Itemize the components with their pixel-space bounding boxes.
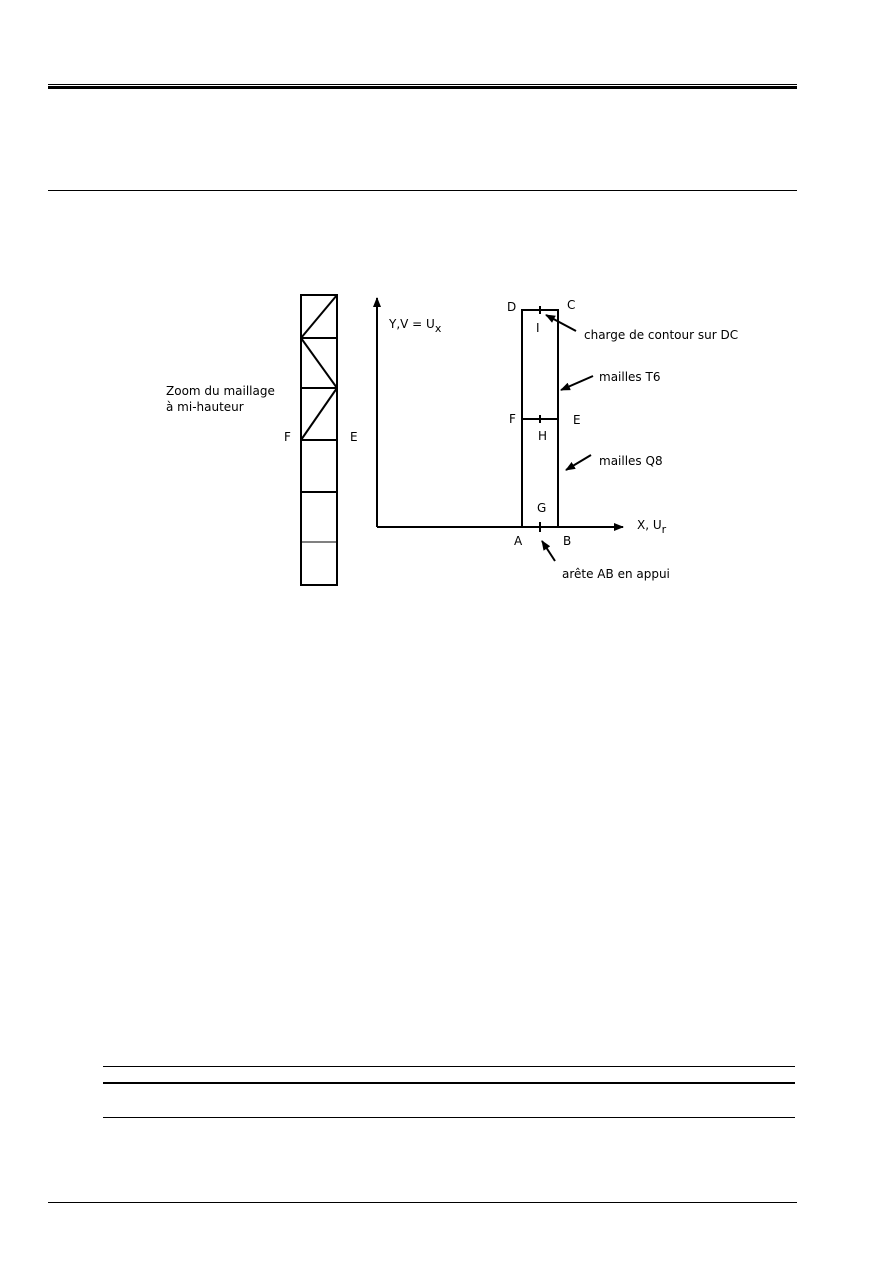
point-c: C [567, 298, 575, 312]
footer-rule [48, 1202, 797, 1203]
axes [373, 297, 624, 531]
header-rule-thick [48, 86, 797, 89]
point-a: A [514, 534, 523, 548]
point-e: E [573, 413, 581, 427]
point-b: B [563, 534, 571, 548]
domain-rectangle [521, 306, 559, 532]
point-h: H [538, 429, 547, 443]
mesh-zoom-caption-line1: Zoom du maillage [166, 384, 275, 398]
point-i: I [536, 321, 540, 335]
header-bottom-rule [48, 190, 797, 191]
point-d: D [507, 300, 516, 314]
mesh-label-f: F [284, 430, 291, 444]
annotation-q8: mailles Q8 [599, 454, 663, 468]
annotation-t6: mailles T6 [599, 370, 660, 384]
annotation-support: arête AB en appui [562, 567, 670, 581]
point-g: G [537, 501, 546, 515]
annotation-load: charge de contour sur DC [584, 328, 738, 342]
y-axis-label: Y,V = Ux [388, 317, 442, 335]
table-bottom-rule [103, 1117, 795, 1118]
x-axis-label: X, Ur [637, 518, 667, 536]
header-rule-thin [48, 84, 797, 85]
mesh-zoom-caption-line2: à mi-hauteur [166, 400, 244, 414]
mesh-label-e: E [350, 430, 358, 444]
table-header-rule [103, 1082, 795, 1084]
point-f: F [509, 412, 516, 426]
table-top-rule [103, 1066, 795, 1067]
annotation-arrows [541, 314, 594, 562]
mesh-zoom-column [300, 294, 338, 586]
